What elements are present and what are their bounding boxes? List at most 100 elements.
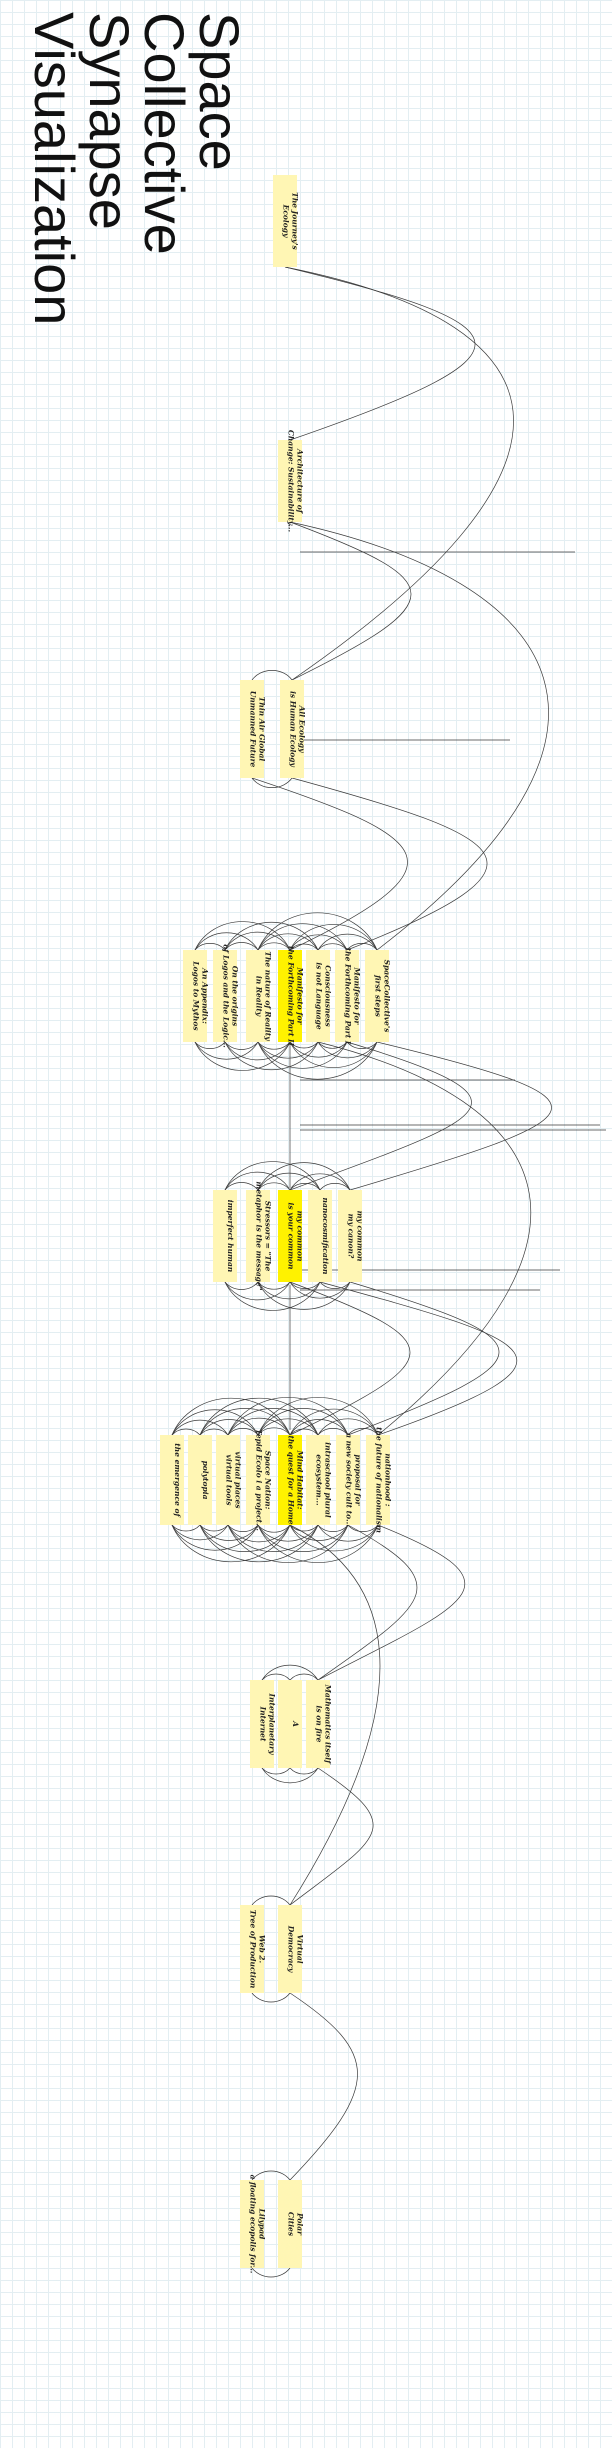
connection-line (199, 1419, 259, 1436)
node-background (183, 950, 207, 1042)
node-label: Interplanetary (268, 1693, 277, 1756)
connection-line (257, 1172, 321, 1191)
node-label: Ecology (282, 204, 291, 238)
topic-node[interactable]: An Appendix:Logos to Mythos (183, 950, 210, 1042)
node-label: Logos to Mythos (192, 960, 201, 1031)
node-label: Stressors = "The (264, 1201, 273, 1272)
connection-line (347, 1524, 379, 1532)
node-label: The nature of Reality (264, 951, 273, 1041)
connection-line (171, 1524, 201, 1532)
connection-line (171, 1409, 259, 1436)
connection-line (261, 1767, 291, 1775)
node-background (336, 1435, 360, 1525)
node-label: Mind Habitat: (296, 1449, 305, 1509)
connection-line (289, 1419, 349, 1436)
connection-line (194, 921, 291, 951)
node-label: the future of nationalism (375, 1427, 384, 1533)
node-background (246, 1435, 270, 1525)
node-label: Virtual (296, 1934, 305, 1963)
connection-line (317, 1524, 418, 1681)
connection-line (199, 1524, 291, 1552)
connection-line (194, 932, 259, 951)
connection-line (317, 943, 348, 951)
node-label: is Human Ecology (289, 691, 298, 767)
connection-line (347, 1281, 500, 1436)
node-background (366, 1435, 390, 1525)
connection-line (319, 1183, 351, 1191)
connection-line (194, 1041, 259, 1060)
node-background (335, 950, 359, 1042)
node-label: SpaceCollective's (383, 960, 392, 1034)
node-label: my common (356, 1211, 365, 1262)
topic-node[interactable]: A (278, 1680, 302, 1768)
connection-line (319, 1281, 351, 1289)
connection-line (257, 1524, 349, 1552)
connection-line (224, 931, 291, 951)
node-background (278, 1680, 302, 1768)
node-label: polytopia (201, 1461, 210, 1500)
topic-node[interactable]: Space Nation:Tepid Ecolo i a project... (246, 1429, 273, 1531)
connection-line (317, 1418, 379, 1436)
node-label: Web 2. (258, 1935, 267, 1964)
connection-line (171, 1524, 229, 1541)
connection-line (199, 1524, 229, 1532)
node-background (246, 950, 270, 1042)
connection-line (251, 777, 408, 951)
title-line: Collective (133, 12, 196, 255)
topic-node[interactable]: imperfect human (213, 1190, 237, 1282)
connection-line (257, 1041, 319, 1059)
topic-node[interactable]: Mind Habitat:the quest for a Home (278, 1435, 305, 1525)
topic-node[interactable]: intraschool pluralecosystem... (306, 1435, 333, 1525)
connection-line (289, 943, 319, 951)
connection-line (251, 777, 293, 789)
topic-node[interactable]: Web 2.Tree of Production (240, 1905, 267, 1993)
connection-line (289, 924, 378, 951)
node-background (213, 950, 237, 1042)
connection-line (284, 266, 514, 681)
node-background (280, 680, 304, 778)
connection-line (317, 1428, 349, 1436)
connection-line (289, 1408, 379, 1436)
node-label: the Forthcoming Part II (287, 946, 296, 1047)
topic-node[interactable]: nationhood :the future of nationalism (366, 1427, 393, 1533)
connection-line (257, 1041, 291, 1050)
node-label: a floating ecopolis for... (249, 2175, 258, 2274)
connection-line (199, 1397, 319, 1436)
node-label: metaphor is the message" (255, 1181, 264, 1290)
node-label: imperfect human (226, 1200, 235, 1273)
connection-line (224, 1281, 291, 1301)
node-background (188, 1435, 212, 1525)
node-label: virtual tools (225, 1455, 234, 1507)
connection-line (199, 1428, 229, 1436)
connection-line (319, 1281, 518, 1436)
connection-line (289, 1281, 411, 1436)
connection-line (224, 1281, 259, 1290)
connection-line (347, 1428, 379, 1436)
node-label: Polar (296, 2212, 305, 2236)
title-line: Synapse (78, 12, 141, 230)
topic-node[interactable]: polytopia (188, 1435, 212, 1525)
connection-line (289, 1041, 378, 1068)
topic-node[interactable]: the emergence of (160, 1435, 184, 1525)
topic-node[interactable]: nanocosmification (308, 1190, 332, 1282)
